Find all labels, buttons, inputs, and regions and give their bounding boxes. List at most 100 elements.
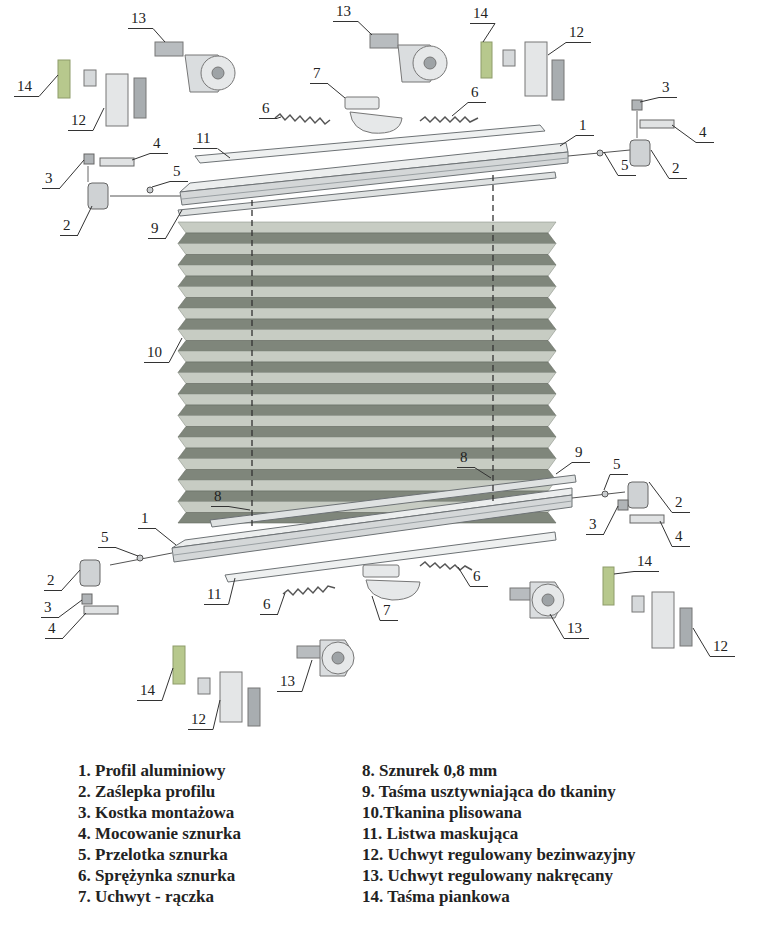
handles — [366, 580, 420, 600]
clips — [201, 56, 235, 90]
leader-line — [649, 482, 672, 513]
leader-line — [162, 668, 173, 701]
leader-line — [660, 521, 672, 547]
callout-number: 11 — [204, 586, 228, 605]
pleat-face — [178, 416, 556, 427]
leader-line — [302, 660, 312, 692]
adjustable-holders — [632, 596, 644, 612]
foam-tape — [58, 42, 614, 684]
legend-item: 10.Tkanina plisowana — [362, 803, 522, 823]
pleat-face — [178, 351, 556, 362]
pleat-face — [178, 448, 556, 459]
clips — [542, 594, 554, 606]
pleated-fabric — [178, 222, 556, 523]
leader-line — [93, 108, 104, 131]
pleat-face — [178, 341, 556, 352]
leader-line — [59, 600, 83, 618]
callout-number: 13 — [333, 3, 358, 22]
foam-tape — [173, 646, 185, 684]
leader-line — [372, 596, 380, 621]
callout-number: 6 — [470, 568, 488, 587]
end-brackets — [80, 100, 674, 614]
leader-line — [560, 136, 576, 147]
end-brackets — [88, 183, 108, 209]
callout-number: 12 — [566, 24, 591, 43]
leader-line — [153, 29, 165, 43]
callout-number: 1 — [576, 117, 594, 136]
pleat-face — [178, 405, 556, 416]
pleat-face — [178, 373, 556, 384]
pleat-face — [178, 265, 556, 276]
adjustable-holders — [106, 74, 128, 126]
end-brackets — [100, 158, 134, 166]
callout-number: 13 — [128, 10, 153, 29]
leader-line — [229, 507, 251, 511]
rail-top — [182, 158, 568, 199]
clips — [322, 642, 354, 674]
callout-number: 7 — [310, 65, 328, 84]
rail-top — [178, 172, 556, 216]
pleat-face — [178, 330, 556, 341]
leader-line — [152, 182, 170, 188]
foam-tape — [603, 567, 614, 605]
clips — [370, 34, 398, 48]
adjustable-holders — [84, 70, 96, 86]
pleat-face — [178, 362, 556, 373]
leader-line — [604, 506, 619, 535]
leader-line — [217, 149, 230, 159]
leader-line — [483, 24, 495, 43]
adjustable-holders — [552, 60, 564, 100]
legend-item: 2. Zaślepka profilu — [78, 782, 215, 802]
leader-line — [132, 154, 150, 161]
leader-line — [169, 338, 182, 363]
adjustable-holders — [503, 50, 515, 66]
end-brackets — [80, 560, 100, 586]
callout-number: 10 — [144, 344, 169, 363]
callout-number: 14 — [137, 682, 162, 701]
foam-tape — [58, 60, 70, 98]
adjustable-holders — [652, 592, 674, 648]
callout-number: 5 — [98, 529, 116, 548]
clips — [532, 584, 564, 616]
leader-line — [614, 572, 634, 575]
pleat-face — [178, 276, 556, 287]
callout-number: 2 — [672, 494, 690, 513]
adjustable-holders — [680, 608, 692, 646]
pleat-face — [178, 244, 556, 255]
pleat-face — [178, 470, 556, 481]
pleat-face — [178, 384, 556, 395]
springs — [275, 114, 478, 595]
clips — [297, 646, 321, 658]
leader-line — [166, 210, 183, 239]
leader-line — [213, 700, 220, 730]
legend-item: 6. Sprężynka sznurka — [78, 866, 235, 886]
callout-number: 4 — [672, 528, 690, 547]
end-brackets — [628, 482, 648, 508]
rail-top — [178, 125, 568, 216]
legend-item: 9. Taśma usztywniająca do tkaniny — [362, 782, 616, 802]
foam-tape — [481, 42, 492, 78]
leader-line — [62, 570, 81, 591]
leader-line — [277, 117, 282, 119]
clips — [332, 652, 344, 664]
springs — [420, 562, 472, 570]
handles — [345, 97, 379, 109]
callout-number: 4 — [150, 135, 168, 154]
leader-line — [328, 84, 346, 99]
leader-line — [548, 43, 566, 56]
callout-number: 5 — [610, 456, 628, 475]
callout-number: 8 — [211, 488, 229, 507]
leader-lines — [39, 22, 710, 730]
springs — [283, 586, 335, 595]
pleat-face — [178, 308, 556, 319]
leader-line — [604, 475, 610, 491]
cord-lines — [492, 175, 493, 505]
legend-item: 3. Kostka montażowa — [78, 803, 234, 823]
callout-number: 2 — [669, 160, 687, 179]
pleat-face — [178, 437, 556, 448]
leader-line — [604, 152, 618, 176]
end-brackets — [84, 154, 94, 164]
callout-number: 13 — [277, 673, 302, 692]
pleat-face — [178, 394, 556, 405]
leader-line — [60, 160, 85, 189]
